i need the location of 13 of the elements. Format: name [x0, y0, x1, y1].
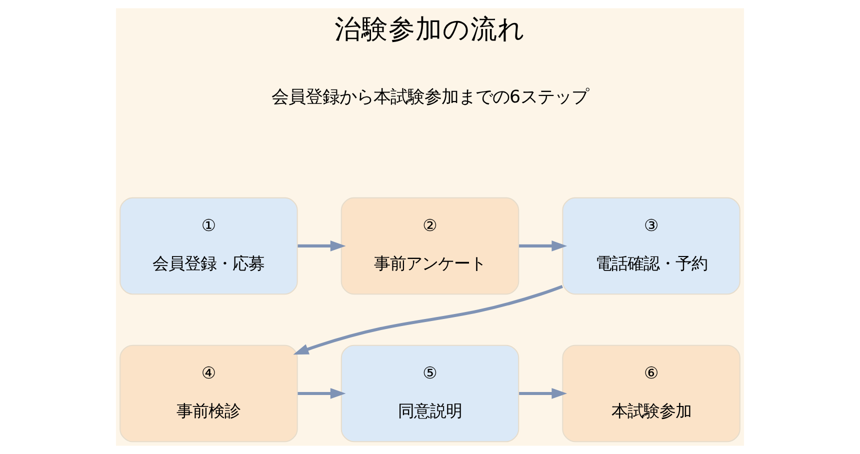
- node-box: ⑤ 同意説明: [340, 344, 520, 442]
- arrow: [519, 240, 568, 252]
- arrow: [293, 284, 563, 355]
- arrow: [519, 388, 568, 399]
- node-box: ③ 電話確認・予約: [562, 197, 740, 295]
- node-box: ① 会員登録・応募: [120, 197, 298, 295]
- node-box: ⑥ 本試験参加: [562, 344, 740, 442]
- diagram-title: 治験参加の流れ: [334, 14, 526, 45]
- node-box: ④ 事前検診: [120, 344, 298, 442]
- node-box: ② 事前アンケート: [340, 197, 520, 295]
- arrow: [298, 388, 346, 399]
- arrow: [298, 240, 346, 252]
- label: 会員登録から本試験参加までの6ステップ: [271, 88, 589, 108]
